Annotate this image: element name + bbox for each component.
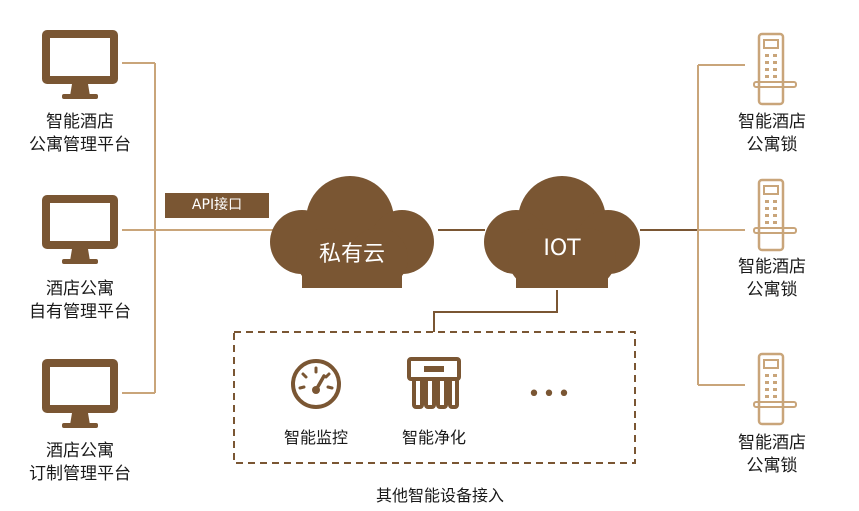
door-lock-icon — [753, 352, 797, 426]
door-lock-icon — [753, 178, 797, 252]
gauge-icon — [291, 359, 341, 409]
other-devices-group-label: 其他智能设备接入 — [375, 486, 504, 505]
api-interface-badge: API接口 — [165, 193, 269, 218]
iot-cloud-label: IOT — [543, 236, 581, 261]
lock-label-1: 智能酒店 公寓锁 — [738, 112, 806, 155]
cloud-icon — [484, 176, 640, 288]
cloud-icon — [270, 176, 434, 288]
more-devices-ellipsis: ••• — [527, 382, 573, 407]
platform-label-1: 智能酒店 公寓管理平台 — [29, 112, 131, 155]
monitor-icon — [42, 30, 118, 99]
lock-label-3: 智能酒店 公寓锁 — [738, 433, 806, 476]
purifier-icon — [407, 357, 461, 409]
private-cloud-label: 私有云 — [318, 242, 385, 267]
monitor-icon — [42, 195, 118, 264]
platform-label-3: 酒店公寓 订制管理平台 — [29, 441, 131, 484]
door-lock-icon — [753, 32, 797, 106]
monitor-icon — [42, 359, 118, 428]
smart-purify-label: 智能净化 — [401, 428, 466, 447]
smart-monitor-label: 智能监控 — [283, 428, 348, 447]
lock-label-2: 智能酒店 公寓锁 — [738, 257, 806, 300]
platform-label-2: 酒店公寓 自有管理平台 — [29, 279, 131, 322]
